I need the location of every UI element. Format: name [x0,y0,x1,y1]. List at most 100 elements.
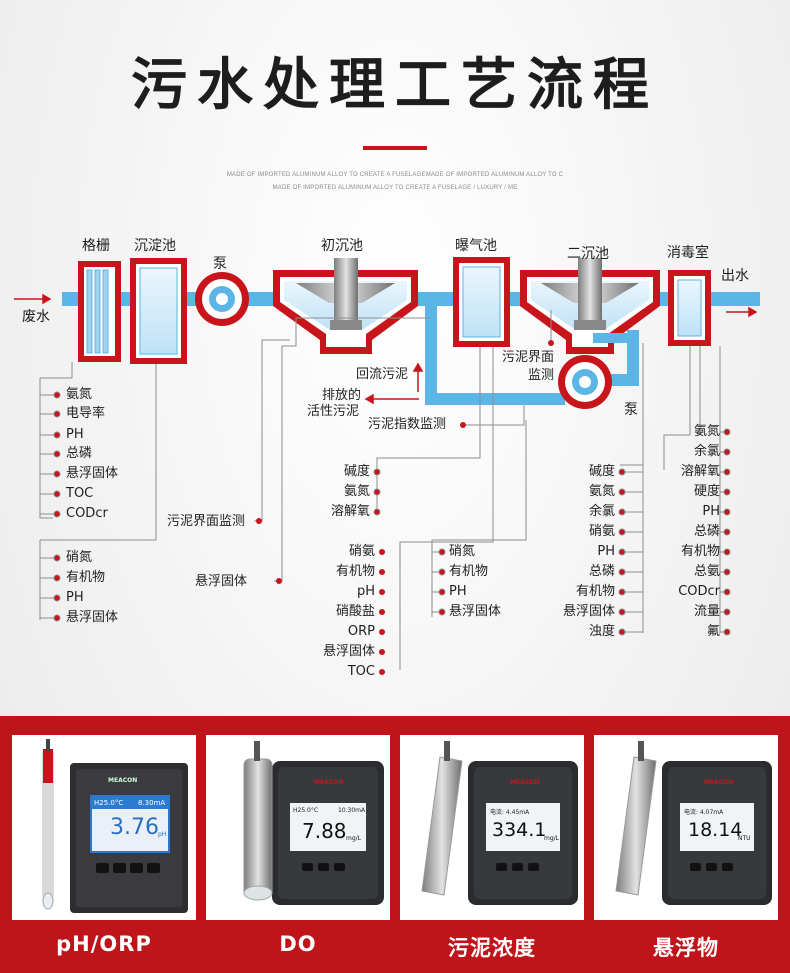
param-outlet: 余氯 [693,444,720,459]
ph-meter-illustration [42,739,188,913]
label-discharge-2: 活性污泥 [307,404,360,419]
label-suspended-solids: 悬浮固体 [195,574,248,589]
sludge-markers [432,548,446,616]
label-interface2-1: 污泥界面 [502,350,555,365]
param-secondary: 总磷 [588,564,615,579]
subtitle-line-1: MADE OF IMPORTED ALUMINUM ALLOY TO CREAT… [226,172,564,178]
param-secondary: 余氯 [588,504,615,519]
screen-unit: pH [158,831,167,838]
screen-line: H25.0°C [94,799,124,807]
param-inlet-a: 悬浮固体 [66,466,119,481]
product-card-ss[interactable]: MEACON 电流: 4.07mA 18.14 NTU [594,735,778,920]
param-outlet: 氨氮 [693,424,720,439]
stage-label-primary: 初沉池 [321,238,363,254]
param-aeration-top: 碱度 [343,464,370,479]
ss-meter-illustration [615,741,772,905]
label-interface2-2: 监测 [528,368,555,383]
screen-value: 7.88 [302,819,347,843]
inlet-b-markers [40,554,61,622]
param-secondary: 有机物 [575,584,615,599]
brand-text: MEACON [108,777,138,784]
aeration-tank [453,257,510,347]
brand-text: MEACON [704,779,734,786]
product-label-ph: pH/ORP [56,932,152,956]
screen-line: H25.0°C [293,807,319,814]
param-sludge: PH [449,584,467,599]
pump-2 [558,355,612,409]
stage-label-disinfection: 消毒室 [667,245,709,261]
param-outlet: 总氨 [693,564,720,579]
param-secondary: 硝氨 [588,524,615,539]
screen-value: 3.76 [110,815,159,840]
param-inlet-b: 悬浮固体 [66,610,119,625]
param-sludge: 有机物 [449,564,489,579]
param-inlet-a: PH [66,427,84,442]
product-label-sludge: 污泥浓度 [448,936,536,960]
param-aeration-bottom: ORP [347,624,375,639]
stage-label-inlet: 废水 [22,309,50,325]
param-outlet: 总磷 [693,524,720,539]
param-aeration-bottom: 有机物 [335,564,375,579]
screen-unit: mg/L [346,835,362,842]
param-secondary: 悬浮固体 [562,604,615,619]
subtitle-line-2: MADE OF IMPORTED ALUMINUM ALLOY TO CREAT… [272,185,518,191]
screen-line: 电流: 4.45mA [490,809,530,816]
stage-label-secondary: 二沉池 [567,246,609,262]
param-secondary: 碱度 [588,464,615,479]
settling-tank [130,258,187,364]
stage-label-outlet: 出水 [721,268,749,284]
param-inlet-a: TOC [66,486,94,501]
return-sludge-arrow [412,362,424,392]
title-underline [363,146,427,150]
secondary-markers [618,468,643,636]
param-sludge: 悬浮固体 [449,604,502,619]
primary-clarifier [273,258,418,354]
label-discharge-1: 排放的 [322,388,362,403]
param-aeration-top: 氨氮 [343,484,370,499]
outlet-markers [720,428,731,636]
param-outlet: 氟 [706,624,720,639]
disinfection-tank [668,270,711,346]
param-outlet: 溶解氧 [680,464,720,479]
param-inlet-a: CODcr [66,506,108,521]
param-secondary: 氨氮 [588,484,615,499]
outlet-arrow [726,306,758,318]
param-aeration-bottom: 硝氨 [348,544,375,559]
screen-line: 电流: 4.07mA [684,809,724,816]
param-aeration-bottom: 硝酸盐 [335,604,375,619]
product-card-ph[interactable]: MEACON H25.0°C 8.30mA 3.76 pH [12,735,196,920]
param-inlet-a: 氨氮 [66,387,93,402]
param-outlet: PH [702,504,720,519]
label-sludge-interface-monitor: 污泥界面监测 [167,514,246,529]
param-outlet: 硬度 [693,484,720,499]
screen-value: 18.14 [688,819,743,841]
stage-label-aeration: 曝气池 [455,238,497,254]
inlet-a-markers [40,391,61,518]
brand-text: MEACON [510,779,540,786]
aeration-bottom-markers [379,549,385,675]
label-sludge-index: 污泥指数监测 [368,417,447,432]
param-outlet: 有机物 [680,544,720,559]
pump-1 [195,272,249,326]
stage-label-settling: 沉淀池 [134,238,176,254]
param-outlet: 流量 [693,604,720,619]
product-card-do[interactable]: MEACON H25.0°C 10.30mA 7.88 mg/L [206,735,390,920]
param-secondary: PH [597,544,615,559]
process-flow-diagram [14,257,760,675]
param-aeration-top: 溶解氧 [330,504,370,519]
stage-label-pump-2: 泵 [624,402,638,418]
product-card-sludge[interactable]: MEACON 电流: 4.45mA 334.1 mg/L [400,735,584,920]
screen-aux: 8.30mA [138,799,166,807]
primary-markers [256,340,554,584]
param-aeration-bottom: TOC [347,664,375,679]
screen-value: 334.1 [492,819,547,841]
param-outlet: CODcr [678,584,720,599]
param-inlet-a: 总磷 [66,446,93,461]
inlet-arrow [14,293,52,305]
param-aeration-bottom: 悬浮固体 [322,644,375,659]
product-label-ss: 悬浮物 [653,936,719,960]
page-title: 污水处理工艺流程 [131,53,659,118]
grille-tank [78,261,121,362]
param-inlet-b: PH [66,590,84,605]
sludge-meter-illustration [421,741,578,905]
